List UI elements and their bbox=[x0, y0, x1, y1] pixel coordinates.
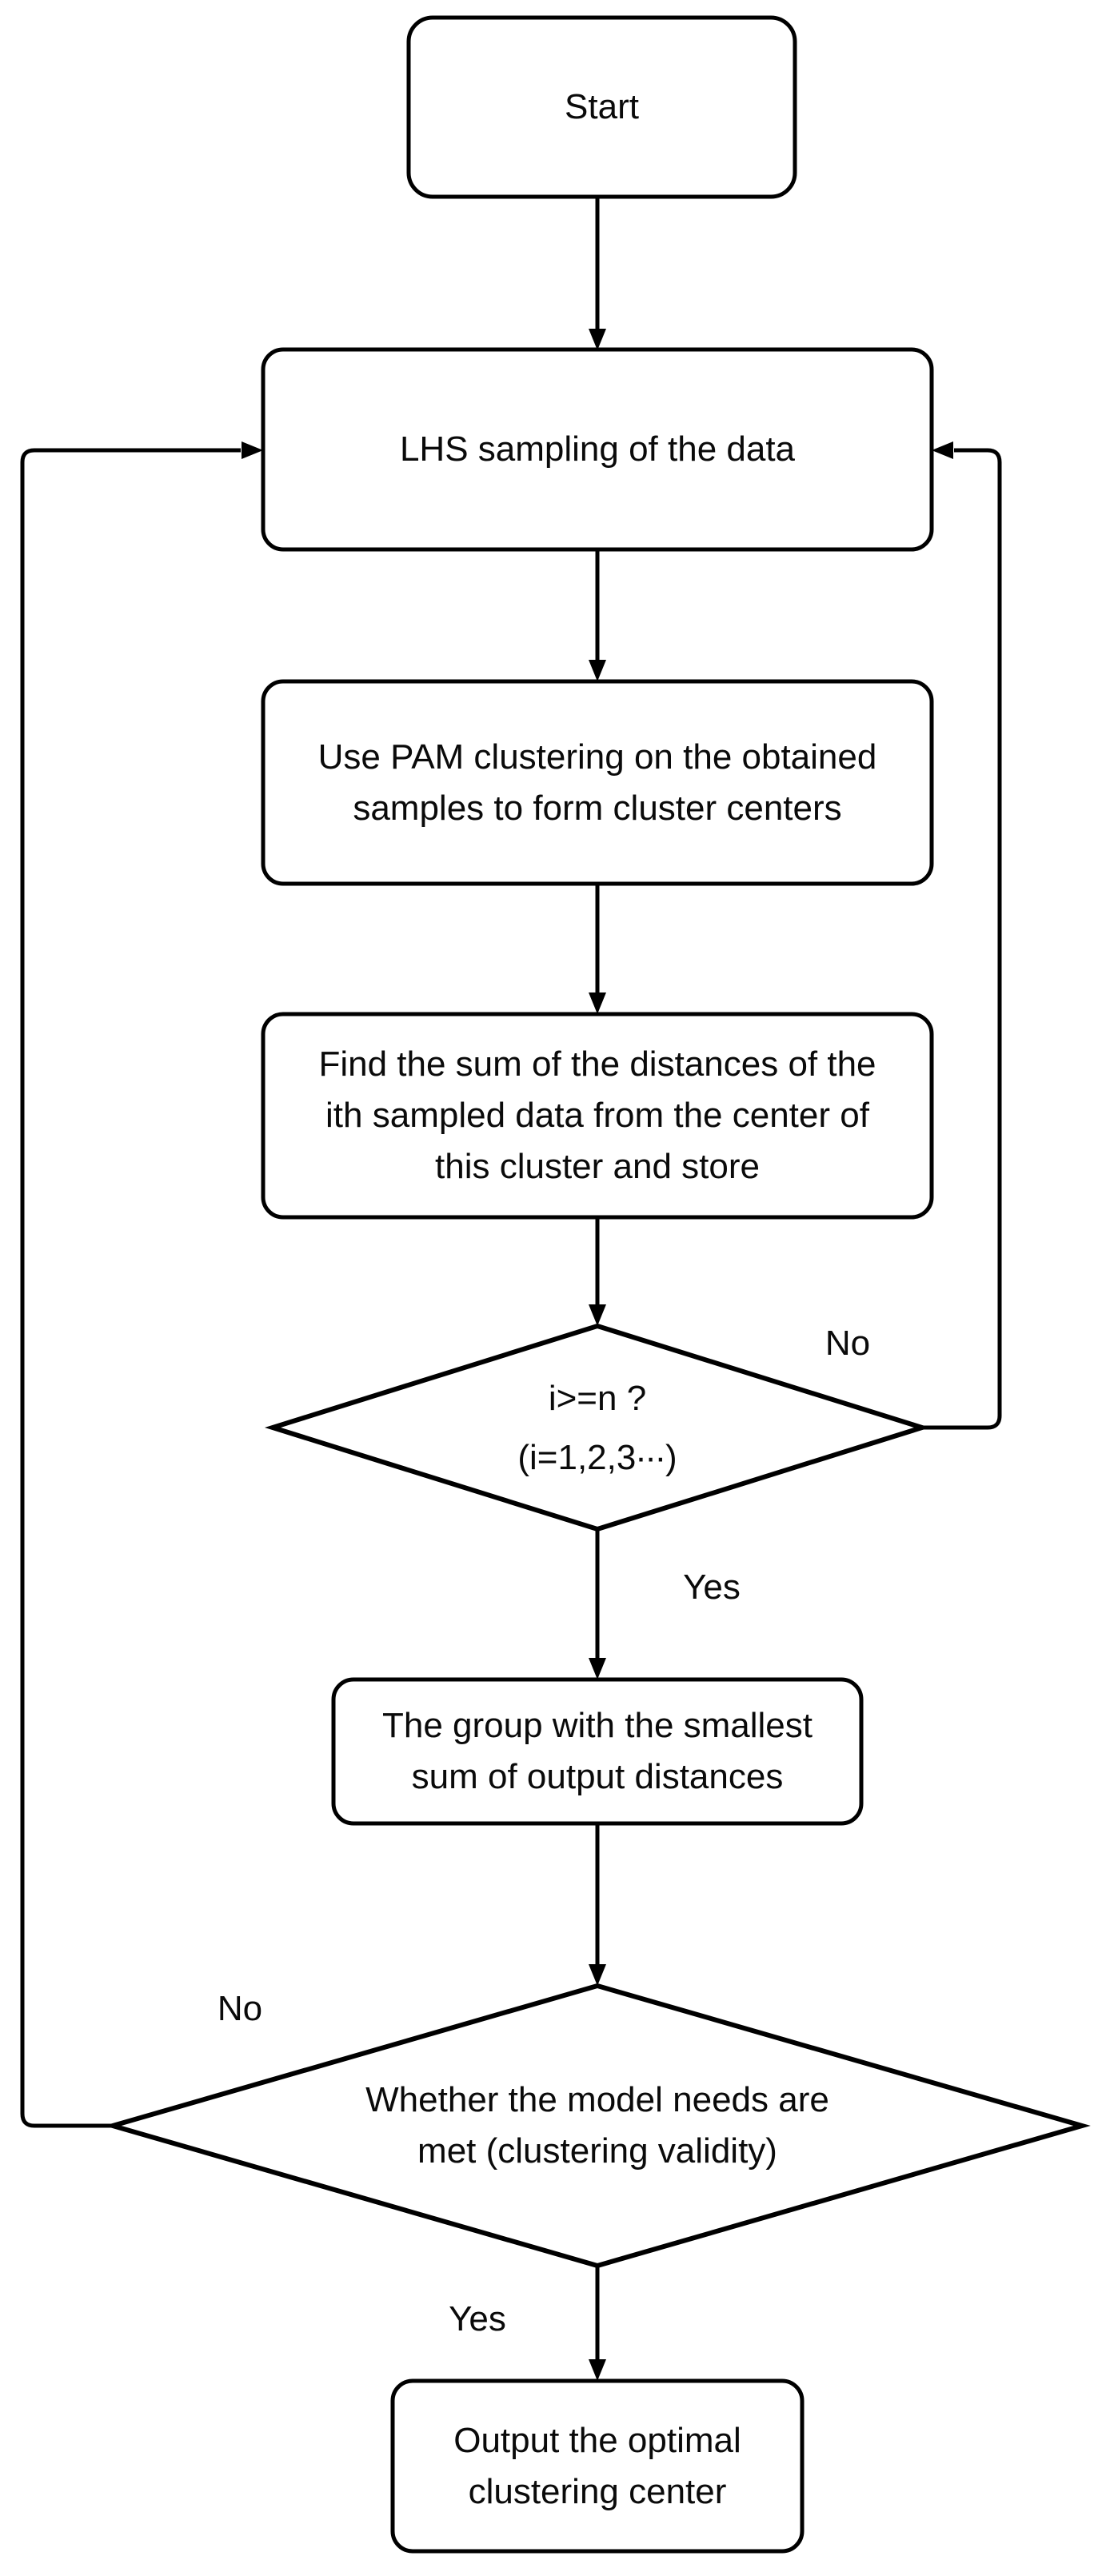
edge-find-to-decision-iter bbox=[589, 1217, 606, 1326]
find-node-shape bbox=[261, 1012, 934, 1220]
iter-yes-arrowhead bbox=[589, 1658, 606, 1679]
edge-iter-no-loop bbox=[922, 441, 1002, 1430]
edge-start-to-lhs bbox=[589, 197, 606, 350]
edge-group-to-decision-validity bbox=[589, 1823, 606, 1986]
iter-no-loop-line bbox=[922, 448, 1002, 1430]
validity-yes-arrowhead bbox=[589, 2359, 606, 2381]
validity-no-loop-line bbox=[20, 448, 241, 2128]
lhs-node-shape bbox=[261, 347, 934, 552]
validity-no-loop-arrowhead bbox=[242, 441, 263, 459]
start-node-shape bbox=[406, 15, 797, 199]
iter-no-loop-arrowhead bbox=[932, 441, 953, 459]
edge-pam-to-find bbox=[589, 884, 606, 1014]
group-to-decision-validity-arrowhead bbox=[589, 1964, 606, 1986]
pam-to-find-arrowhead bbox=[589, 992, 606, 1014]
find-to-decision-iter-arrowhead bbox=[589, 1304, 606, 1326]
pam-node-shape bbox=[261, 679, 934, 886]
edge-iter-yes bbox=[589, 1529, 606, 1679]
group-node-shape bbox=[331, 1677, 864, 1826]
edge-validity-no-loop bbox=[20, 441, 263, 2128]
output-node-shape bbox=[390, 2378, 805, 2554]
decision-validity-diamond-shape bbox=[104, 1983, 1091, 2269]
decision-iter-diamond-shape bbox=[264, 1323, 931, 1532]
edge-validity-yes bbox=[589, 2266, 606, 2381]
start-to-lhs-arrowhead bbox=[589, 329, 606, 350]
lhs-to-pam-arrowhead bbox=[589, 660, 606, 681]
edge-lhs-to-pam bbox=[589, 549, 606, 681]
